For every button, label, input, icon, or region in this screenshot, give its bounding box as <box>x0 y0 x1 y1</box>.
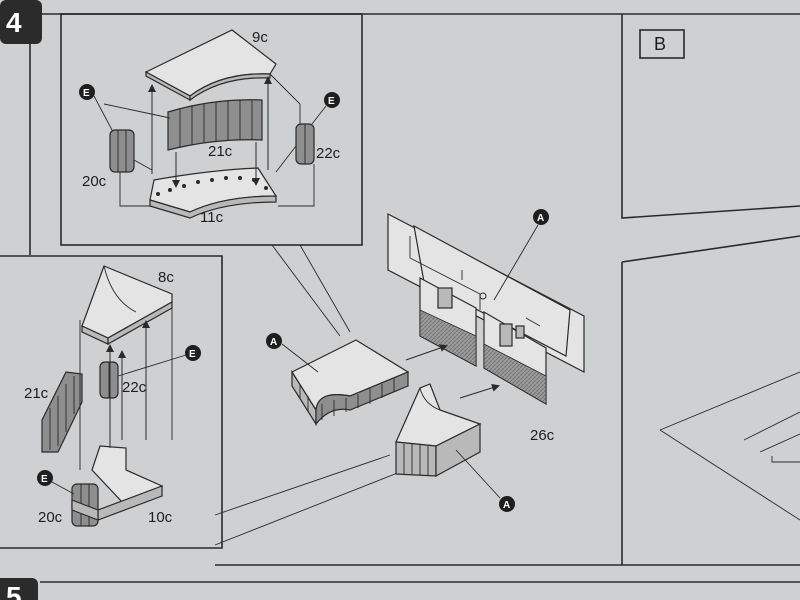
top-plate-part <box>144 29 277 102</box>
svg-text:A: A <box>270 337 277 348</box>
left-curved-wall-part <box>41 371 83 453</box>
label-right-pillar: 22c <box>316 145 341 162</box>
label-curved-wall: 21c <box>208 143 233 160</box>
svg-text:E: E <box>328 96 335 107</box>
detail-connector-top <box>271 244 351 337</box>
callout-e-left-panel-2: E <box>37 470 75 495</box>
main-assembly: 26c A A A <box>266 209 585 512</box>
step-number: 4 <box>6 7 22 38</box>
step-number-tab: 4 <box>0 0 42 44</box>
left-detail-panel: 8c 21c 22c 20c 10c E E <box>0 255 223 549</box>
label-left-pillar-20c: 20c <box>38 509 63 526</box>
label-left-pillar: 20c <box>82 173 107 190</box>
callout-e-left-panel-1: E <box>117 345 201 377</box>
next-step-number: 5 <box>6 581 22 600</box>
upper-corner-piece <box>291 339 410 427</box>
curved-wall-part <box>167 99 263 151</box>
callout-a-bottom: A <box>455 449 515 512</box>
lower-corner-piece <box>395 383 482 478</box>
svg-text:E: E <box>189 349 196 360</box>
svg-text:E: E <box>83 88 90 99</box>
left-pillar-22c-part <box>99 361 119 399</box>
panel-b-label: B <box>654 34 666 54</box>
detail-connector-left <box>214 454 401 546</box>
label-left-top-plate: 8c <box>158 269 174 286</box>
step-frame <box>29 13 800 566</box>
label-back-wall: 26c <box>530 427 555 444</box>
panel-b-box <box>639 29 685 59</box>
callout-e-left: E <box>79 84 113 131</box>
right-pillar-part <box>295 123 315 165</box>
right-panel-b: B <box>621 14 800 565</box>
top-detail-panel: 9c 21c 20c 22c 11c E E <box>60 13 363 246</box>
callout-e-right: E <box>311 92 340 125</box>
label-top-plate: 9c <box>252 29 268 46</box>
callout-a-top: A <box>493 209 549 301</box>
label-left-pillar-22c: 22c <box>122 379 147 396</box>
next-step-tab: 5 <box>0 578 800 600</box>
bottom-plate-part <box>149 167 278 219</box>
label-bottom-plate: 11c <box>200 209 224 226</box>
svg-text:A: A <box>503 500 510 511</box>
back-wall-part <box>387 213 585 406</box>
callout-a-left: A <box>266 333 319 373</box>
label-left-curved-wall: 21c <box>24 385 49 402</box>
left-bottom-plate-part <box>71 445 164 521</box>
left-pillar-part <box>109 129 135 173</box>
panel-b-partial-drawing <box>659 371 800 521</box>
svg-text:A: A <box>537 213 544 224</box>
svg-text:E: E <box>41 474 48 485</box>
label-left-bottom-plate: 10c <box>148 509 173 526</box>
